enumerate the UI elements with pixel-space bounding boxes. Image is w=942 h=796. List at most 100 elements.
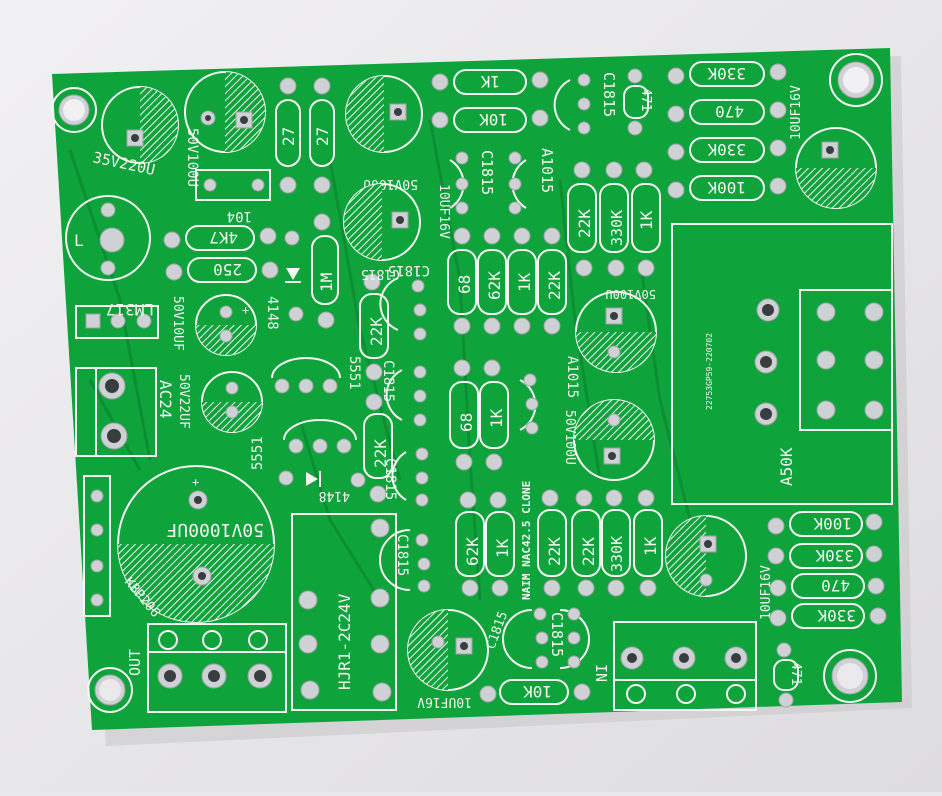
resistor-label: 68 <box>457 413 476 432</box>
resistor-100k-a: 100K <box>667 175 787 201</box>
transistor-label: 5551 <box>250 436 266 470</box>
capacitor-50v100u-c: 50V100U <box>575 287 657 373</box>
resistor-label: 330K <box>817 606 856 625</box>
resistor-10k-bottom: 10K <box>479 679 591 705</box>
resistor-label: 22K <box>575 209 594 238</box>
resistor-label: 1K <box>487 408 506 428</box>
regulator-label: LM317 <box>106 300 154 319</box>
resistor-470-b: 470 <box>769 573 885 599</box>
capacitor-50v100u-a: 50V100U <box>184 71 266 187</box>
relay-hjr1: HJR1-2C24V <box>291 513 397 711</box>
terminal-in: IN <box>592 621 757 711</box>
capacitor-10uf16v-a: 10UF16V <box>343 183 451 261</box>
diode-label: 4148 <box>319 488 350 503</box>
resistor-label: 22K <box>371 439 390 468</box>
transistor-c1815-d: C1815 <box>380 360 427 427</box>
resistor-471-b: 471 <box>773 642 803 708</box>
cap-label: 10UF16V <box>436 184 451 239</box>
transistor-label: C1815 <box>361 266 400 281</box>
resistor-label: 62K <box>485 271 504 300</box>
transistor-label: C1815 <box>478 150 496 195</box>
resistor-label: 68 <box>455 275 474 294</box>
resistor-250: 250 <box>165 257 279 283</box>
cap-label: 50V10UF <box>170 296 185 351</box>
resistor-1m: 1M <box>311 213 339 329</box>
resistor-22k-a: 22K <box>359 273 389 381</box>
resistor-label: 250 <box>213 260 242 279</box>
cap-label: 10UF16V <box>417 694 472 709</box>
mount-hole-tr <box>829 53 883 107</box>
transistor-a1015-b: A1015 <box>519 356 580 435</box>
resistor-label: 471 <box>638 88 653 111</box>
resistor-label: 4K7 <box>209 228 238 247</box>
resistor-label: 100K <box>707 178 746 197</box>
resistor-471-a: 471 <box>623 68 653 136</box>
trimmer-label: 104 <box>227 208 252 224</box>
regulator-lm317: L LM317 <box>65 195 159 339</box>
transistor-5551-b: 5551 <box>250 419 357 470</box>
terminal-ac24: AC24 <box>75 367 175 457</box>
resistor-10k-top: 10K <box>431 107 549 133</box>
capacitor-10uf16v-d: 10UF16V <box>407 609 489 709</box>
resistor-27-b: 27 <box>309 77 335 194</box>
resistor-27-a: 27 <box>275 77 301 194</box>
regulator-pin-label: L <box>74 231 84 250</box>
transistor-label: C1815 <box>548 612 566 657</box>
transistor-a1015-a: A1015 <box>508 148 556 215</box>
transistor-label: C1815 <box>394 534 410 576</box>
resistor-label: 470 <box>821 576 850 595</box>
resistor-1k-e: 1K <box>633 489 663 597</box>
transistor-c1815-a: C1815 <box>449 150 496 215</box>
capacitor-50v1000uf: + 50V1000UF <box>117 465 275 623</box>
capacitor-50v10uf: 50V10UF + <box>170 294 257 356</box>
resistor-label: 1M <box>317 273 336 292</box>
resistor-330k-a: 330K <box>667 61 787 87</box>
diode-4148-a: 4148 <box>264 230 304 330</box>
resistor-label: 330K <box>815 546 854 565</box>
terminal-label: AC24 <box>156 380 175 419</box>
capacitor-10uf16v-c: 10UF16V <box>665 515 774 620</box>
mount-hole-bl <box>87 667 133 713</box>
resistor-label: 22K <box>545 271 564 300</box>
resistor-330k-b: 330K <box>667 137 787 163</box>
transistor-label: C1815 <box>380 360 396 402</box>
resistor-label: 1K <box>493 538 512 558</box>
capacitor-50v22uf: 50V22UF <box>176 371 263 433</box>
board-title-text: NAIM NAC42.5 CLONE <box>520 481 533 600</box>
board-title: NAIM NAC42.5 CLONE <box>520 481 533 600</box>
resistor-label: 330K <box>608 210 626 246</box>
resistor-470-a: 470 <box>667 99 787 125</box>
resistor-330k-c: 330K <box>599 161 629 277</box>
transistor-label: C1815 <box>600 72 618 117</box>
resistor-label: 330K <box>707 64 746 83</box>
polarity-mark: + <box>192 475 199 489</box>
resistor-label: 1K <box>480 72 500 91</box>
resistor-22k-c: 22K <box>537 227 567 335</box>
resistor-label: 22K <box>579 537 598 566</box>
transistor-label: 5551 <box>346 356 362 390</box>
transistor-c1815-h: C1815 <box>548 607 590 669</box>
resistor-62k-a: 62K <box>477 227 507 335</box>
resistor-4k7: 4K7 <box>163 225 277 251</box>
pot-module-text: 22753GP59-220702 <box>705 333 714 410</box>
resistor-68-b: 68 <box>449 359 479 471</box>
capacitor-10uf16v-b: 10UF16V <box>789 85 877 209</box>
potentiometer-a50k: 22753GP59-220702 A50K <box>671 223 893 505</box>
resistor-330k-d: 330K <box>601 489 631 597</box>
resistor-label: 1K <box>637 210 656 230</box>
mount-hole-tl <box>51 87 97 133</box>
resistor-label: 470 <box>715 102 744 121</box>
resistor-label: 27 <box>313 127 332 146</box>
resistor-22k-b: 22K <box>363 393 393 503</box>
transistor-5551-a: 5551 <box>271 356 362 394</box>
resistor-label: 330K <box>707 140 746 159</box>
transistor-label: A1015 <box>538 148 556 193</box>
resistor-1k-a: 1K <box>507 227 537 335</box>
cap-label: 50V100U <box>184 128 200 187</box>
relay-label: HJR1-2C24V <box>335 593 354 690</box>
resistor-label: 10K <box>523 682 552 701</box>
resistor-label: 62K <box>463 537 482 566</box>
resistor-label: 22K <box>367 317 386 346</box>
